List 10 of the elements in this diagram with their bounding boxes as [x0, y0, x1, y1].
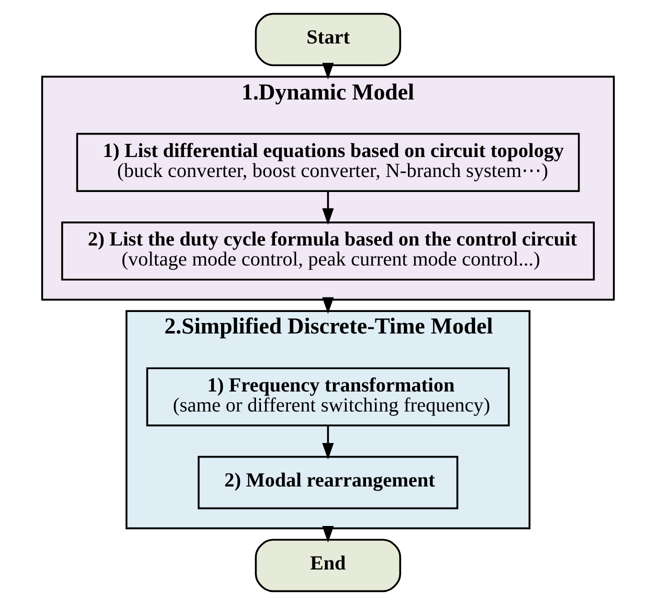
arrow: [322, 426, 334, 460]
node-box: 2) List the duty cycle formula based on the control circuit (voltage mode control, peak current mode control...): [60, 222, 594, 281]
arrow: [322, 297, 334, 314]
arrow: [322, 191, 334, 225]
node-box: 1) List differential equations based on circuit topology (buck converter, boost converter, N-branch system⋯): [76, 132, 580, 192]
node-box: 2) Modal rearrangement: [197, 456, 458, 510]
node-box: End: [254, 538, 401, 592]
arrow: [322, 62, 334, 80]
arrow: [322, 526, 334, 543]
node-box: 1) Frequency transformation (same or different switching frequency): [146, 367, 510, 426]
